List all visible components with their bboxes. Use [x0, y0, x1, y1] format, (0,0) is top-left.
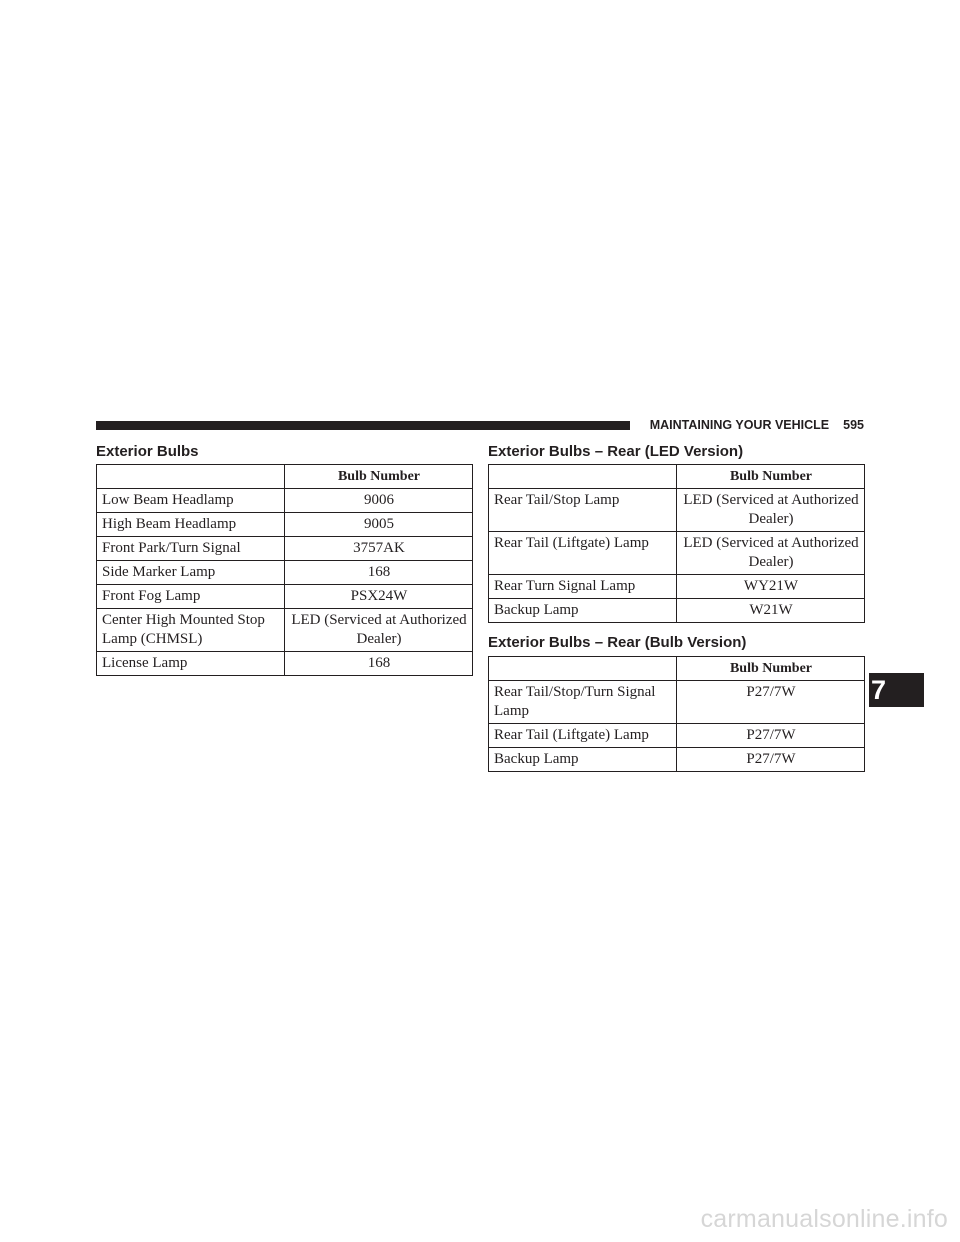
- bulb-number: WY21W: [676, 574, 865, 599]
- bulb-number: PSX24W: [284, 584, 473, 609]
- table-row: Backup Lamp P27/7W: [488, 747, 865, 772]
- bulb-number: LED (Serviced at Authorized Dealer): [284, 608, 473, 652]
- bulb-number: LED (Serviced at Authorized Dealer): [676, 531, 865, 575]
- lamp-name: Backup Lamp: [488, 598, 677, 623]
- page-number: 595: [843, 418, 864, 432]
- lamp-name: Front Park/Turn Signal: [96, 536, 285, 561]
- bulb-number-header: Bulb Number: [676, 656, 865, 681]
- table-row: Center High Mounted Stop Lamp (CHMSL) LE…: [96, 608, 473, 652]
- lamp-name: Center High Mounted Stop Lamp (CHMSL): [96, 608, 285, 652]
- lamp-name: Rear Tail (Liftgate) Lamp: [488, 723, 677, 748]
- bulb-number-header: Bulb Number: [676, 464, 865, 489]
- header-rule: [96, 421, 630, 430]
- bulb-number: 168: [284, 651, 473, 676]
- table-row: License Lamp 168: [96, 651, 473, 676]
- lamp-name: Backup Lamp: [488, 747, 677, 772]
- lamp-name: Front Fog Lamp: [96, 584, 285, 609]
- empty-header-cell: [488, 464, 677, 489]
- rear-led-title: Exterior Bulbs – Rear (LED Version): [488, 443, 744, 460]
- bulb-number: P27/7W: [676, 747, 865, 772]
- lamp-name: Rear Turn Signal Lamp: [488, 574, 677, 599]
- bulb-number: LED (Serviced at Authorized Dealer): [676, 488, 865, 532]
- rear-led-table: Bulb Number Rear Tail/Stop Lamp LED (Ser…: [488, 464, 865, 623]
- empty-header-cell: [488, 656, 677, 681]
- bulb-number: 9005: [284, 512, 473, 537]
- table-row: Rear Tail (Liftgate) Lamp LED (Serviced …: [488, 531, 865, 575]
- table-row: High Beam Headlamp 9005: [96, 512, 473, 537]
- running-header: MAINTAINING YOUR VEHICLE 595: [642, 417, 864, 434]
- bulb-number: 9006: [284, 488, 473, 513]
- bulb-number: W21W: [676, 598, 865, 623]
- lamp-name: Rear Tail/Stop Lamp: [488, 488, 677, 532]
- lamp-name: Rear Tail/Stop/Turn Signal Lamp: [488, 680, 677, 724]
- table-row: Front Park/Turn Signal 3757AK: [96, 536, 473, 561]
- table-row: Side Marker Lamp 168: [96, 560, 473, 585]
- table-row: Rear Tail (Liftgate) Lamp P27/7W: [488, 723, 865, 748]
- table-row: Rear Turn Signal Lamp WY21W: [488, 574, 865, 599]
- bulb-number: 168: [284, 560, 473, 585]
- table-header-row: Bulb Number: [488, 656, 865, 681]
- table-header-row: Bulb Number: [96, 464, 473, 489]
- exterior-bulbs-table: Bulb Number Low Beam Headlamp 9006 High …: [96, 464, 473, 676]
- lamp-name: License Lamp: [96, 651, 285, 676]
- table-header-row: Bulb Number: [488, 464, 865, 489]
- empty-header-cell: [96, 464, 285, 489]
- watermark: carmanualsonline.info: [700, 1205, 948, 1233]
- bulb-number: P27/7W: [676, 723, 865, 748]
- bulb-number: 3757AK: [284, 536, 473, 561]
- table-row: Backup Lamp W21W: [488, 598, 865, 623]
- bulb-number: P27/7W: [676, 680, 865, 724]
- bulb-number-header: Bulb Number: [284, 464, 473, 489]
- lamp-name: High Beam Headlamp: [96, 512, 285, 537]
- lamp-name: Side Marker Lamp: [96, 560, 285, 585]
- rear-bulb-title: Exterior Bulbs – Rear (Bulb Version): [488, 634, 747, 651]
- lamp-name: Rear Tail (Liftgate) Lamp: [488, 531, 677, 575]
- exterior-bulbs-title: Exterior Bulbs: [96, 443, 199, 460]
- chapter-tab: 7: [869, 673, 924, 707]
- table-row: Rear Tail/Stop Lamp LED (Serviced at Aut…: [488, 488, 865, 532]
- header-section-title: MAINTAINING YOUR VEHICLE: [649, 418, 830, 432]
- rear-bulb-table: Bulb Number Rear Tail/Stop/Turn Signal L…: [488, 656, 865, 772]
- table-row: Rear Tail/Stop/Turn Signal Lamp P27/7W: [488, 680, 865, 724]
- table-row: Low Beam Headlamp 9006: [96, 488, 473, 513]
- lamp-name: Low Beam Headlamp: [96, 488, 285, 513]
- table-row: Front Fog Lamp PSX24W: [96, 584, 473, 609]
